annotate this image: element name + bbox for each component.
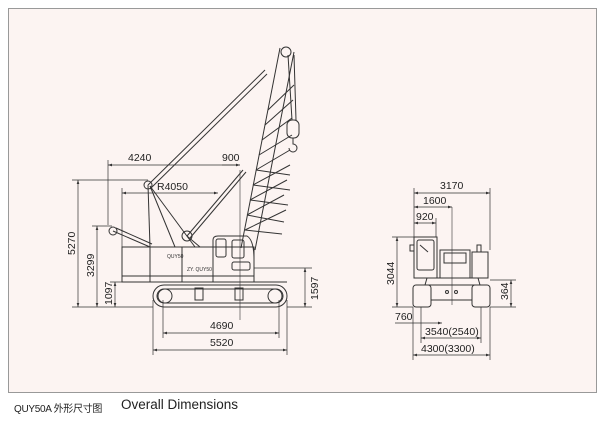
side-decal-2: ZY. QUY50 [187,267,212,273]
dim-1600: 1600 [423,195,447,207]
hook-icon [288,138,298,153]
dim-4300: 4300(3300) [421,343,475,355]
front-dimension-lines [392,188,516,360]
front-view-crane [409,207,491,308]
dim-1097: 1097 [103,281,115,305]
drawing-border [8,8,597,393]
operator-cab [212,235,255,282]
caption-model: QUY50A 外形尺寸图 [14,404,103,415]
dim-920: 920 [416,211,434,223]
dim-760: 760 [395,311,413,323]
dim-3540: 3540(2540) [425,326,479,338]
side-dimension-lines [72,160,312,355]
dim-4690: 4690 [210,320,234,332]
dim-1597: 1597 [309,276,321,300]
dim-4240: 4240 [128,152,152,164]
dim-3044: 3044 [385,261,397,285]
caption-title: Overall Dimensions [121,397,239,412]
side-decal-1: QUY50 [167,254,184,260]
crawler-track [152,284,288,308]
dim-3170: 3170 [440,180,464,192]
front-cab [413,236,438,279]
dim-364: 364 [499,282,511,300]
dim-900: 900 [222,152,240,164]
dim-5270: 5270 [66,231,78,255]
dim-5520: 5520 [210,337,234,349]
dim-3299: 3299 [85,253,97,277]
dim-r4050: R4050 [157,181,188,193]
